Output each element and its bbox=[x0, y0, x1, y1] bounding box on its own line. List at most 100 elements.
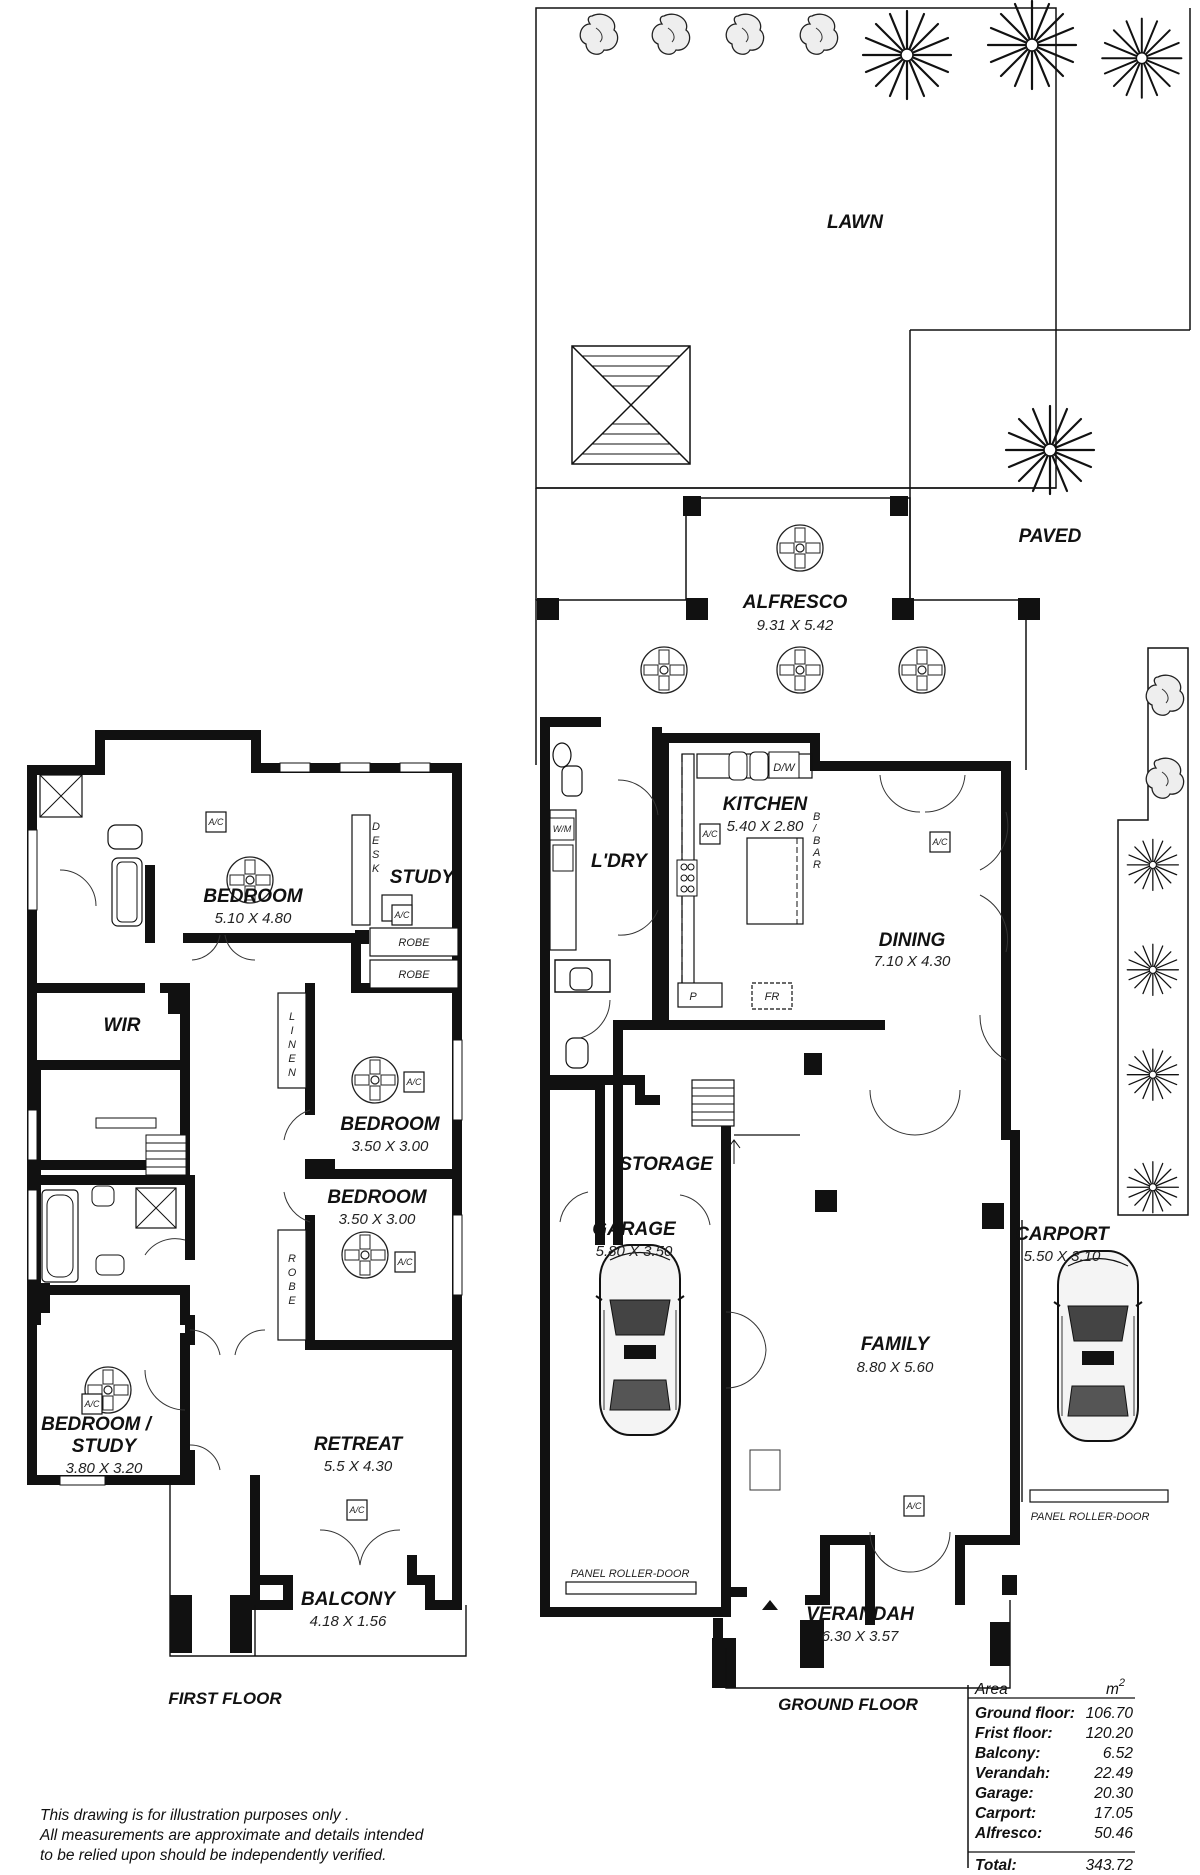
roller-door-label: PANEL ROLLER-DOOR bbox=[571, 1568, 690, 1580]
ac-unit-icon bbox=[81, 1393, 103, 1415]
stair bbox=[691, 1079, 800, 1164]
first-fixtures: ROBE ROBE bbox=[39, 774, 459, 1341]
room-label-garage: GARAGE bbox=[592, 1219, 677, 1240]
palm-tree-icon bbox=[986, 0, 1078, 91]
area-row-value: 20.30 bbox=[1093, 1785, 1133, 1802]
room-dim-dining: 7.10 X 4.30 bbox=[874, 953, 951, 970]
area-row-label: Frist floor: bbox=[975, 1725, 1053, 1742]
palm-tree-icon bbox=[1126, 838, 1179, 892]
area-total-label: Total: bbox=[975, 1857, 1017, 1874]
room-label-verandah: VERANDAH bbox=[806, 1604, 915, 1625]
car-icon bbox=[1053, 1250, 1143, 1442]
room-label-lawn: LAWN bbox=[827, 212, 884, 233]
room-label-bedroom-main: BEDROOM bbox=[203, 886, 303, 907]
palm-tree-icon bbox=[1126, 1048, 1179, 1101]
ac-unit-icon bbox=[699, 823, 721, 845]
palm-tree-icon bbox=[1101, 17, 1183, 99]
room-dim-balcony: 4.18 X 1.56 bbox=[310, 1613, 387, 1630]
area-row-value: 50.46 bbox=[1094, 1825, 1133, 1842]
area-row-label: Ground floor: bbox=[975, 1705, 1075, 1722]
room-label-balcony: BALCONY bbox=[301, 1589, 397, 1610]
fridge-label: FR bbox=[765, 991, 780, 1003]
room-label-storage: STORAGE bbox=[619, 1154, 714, 1175]
area-table-header: Area bbox=[974, 1681, 1008, 1698]
disclaimer-line-3: to be relied upon should be independentl… bbox=[40, 1847, 386, 1864]
ground-floor-title: GROUND FLOOR bbox=[778, 1695, 918, 1714]
area-row-value: 120.20 bbox=[1086, 1725, 1134, 1742]
room-label-bedroom-3: BEDROOM bbox=[327, 1187, 427, 1208]
palm-tree-icon bbox=[861, 9, 953, 101]
area-row-label: Balcony: bbox=[975, 1745, 1040, 1762]
disclaimer-line-2: All measurements are approximate and det… bbox=[39, 1827, 425, 1844]
ceiling-fan-icon bbox=[776, 524, 824, 572]
first-windows bbox=[27, 762, 463, 1486]
first-labels: BEDROOM 5.10 X 4.80 STUDY WIR BEDROOM 3.… bbox=[41, 821, 456, 1708]
roller-door-label: PANEL ROLLER-DOOR bbox=[1031, 1511, 1150, 1523]
area-row-value: 6.52 bbox=[1103, 1745, 1134, 1762]
ceiling-fan-icon bbox=[776, 646, 824, 694]
area-row-label: Alfresco: bbox=[974, 1825, 1042, 1842]
room-label-study: STUDY bbox=[390, 867, 457, 888]
shrub-icon bbox=[1145, 757, 1185, 799]
ground-labels: LAWN PAVED ALFRESCO 9.31 X 5.42 KITCHEN … bbox=[571, 212, 1150, 1714]
ground-floor-walls bbox=[540, 717, 1020, 1659]
room-dim-carport: 5.50 X 3.10 bbox=[1024, 1248, 1101, 1265]
room-label-dining: DINING bbox=[879, 930, 946, 951]
area-row-label: Verandah: bbox=[975, 1765, 1050, 1782]
shrub-icon bbox=[579, 13, 619, 55]
dishwasher-label: D/W bbox=[773, 762, 796, 774]
ac-unit-icon bbox=[394, 1251, 416, 1273]
room-dim-kitchen: 5.40 X 2.80 bbox=[727, 818, 804, 835]
room-dim-retreat: 5.5 X 4.30 bbox=[324, 1458, 393, 1475]
garden-strip bbox=[1117, 647, 1189, 1216]
robe-label: ROBE bbox=[398, 969, 430, 981]
palm-tree-icon bbox=[1126, 1161, 1179, 1214]
room-dim-garage: 5.80 X 3.50 bbox=[596, 1243, 673, 1260]
room-label-retreat: RETREAT bbox=[314, 1434, 404, 1455]
ac-unit-icon bbox=[346, 1499, 368, 1521]
area-row-label: Carport: bbox=[975, 1805, 1036, 1822]
room-label-laundry: L'DRY bbox=[591, 851, 649, 872]
area-row-value: 22.49 bbox=[1093, 1765, 1133, 1782]
room-label-kitchen: KITCHEN bbox=[723, 794, 809, 815]
ground-doors bbox=[559, 774, 1009, 1610]
room-label-alfresco: ALFRESCO bbox=[742, 592, 848, 613]
room-dim-alfresco: 9.31 X 5.42 bbox=[757, 617, 834, 634]
area-total-value: 343.72 bbox=[1086, 1857, 1134, 1874]
laundry-fixtures: W/M bbox=[549, 742, 611, 1069]
pergola bbox=[571, 345, 691, 465]
shrub-icon bbox=[651, 13, 691, 55]
robe-label: ROBE bbox=[398, 937, 430, 949]
ceiling-fan-icon bbox=[898, 646, 946, 694]
ac-unit-icon bbox=[929, 831, 951, 853]
ac-unit-icon bbox=[903, 1495, 925, 1517]
ceiling-fan-icon bbox=[351, 1056, 399, 1104]
ceiling-fan-icon bbox=[640, 646, 688, 694]
room-dim-family: 8.80 X 5.60 bbox=[857, 1359, 934, 1376]
room-label-bedroom-study-2: STUDY bbox=[72, 1436, 139, 1457]
palm-tree-icon bbox=[1004, 404, 1096, 496]
shrub-icon bbox=[725, 13, 765, 55]
area-row-value: 106.70 bbox=[1086, 1705, 1134, 1722]
shrub-icon bbox=[799, 13, 839, 55]
room-dim-bedroom-3: 3.50 X 3.00 bbox=[339, 1211, 416, 1228]
ground-floor-plan: D/W P FR W/M bbox=[535, 0, 1191, 1714]
room-dim-bedroom-study: 3.80 X 3.20 bbox=[66, 1460, 143, 1477]
shrub-icon bbox=[1145, 674, 1185, 716]
room-label-wir: WIR bbox=[104, 1015, 141, 1036]
room-dim-verandah: 6.30 X 3.57 bbox=[822, 1628, 899, 1645]
disclaimer: This drawing is for illustration purpose… bbox=[39, 1807, 425, 1864]
pantry-label: P bbox=[689, 991, 697, 1003]
car-icon bbox=[595, 1244, 685, 1436]
ac-unit-icon bbox=[403, 1071, 425, 1093]
first-doors bbox=[59, 869, 401, 1566]
room-dim-bedroom-main: 5.10 X 4.80 bbox=[215, 910, 292, 927]
palm-tree-icon bbox=[1126, 943, 1179, 996]
room-label-bedroom-study: BEDROOM / bbox=[41, 1414, 153, 1435]
